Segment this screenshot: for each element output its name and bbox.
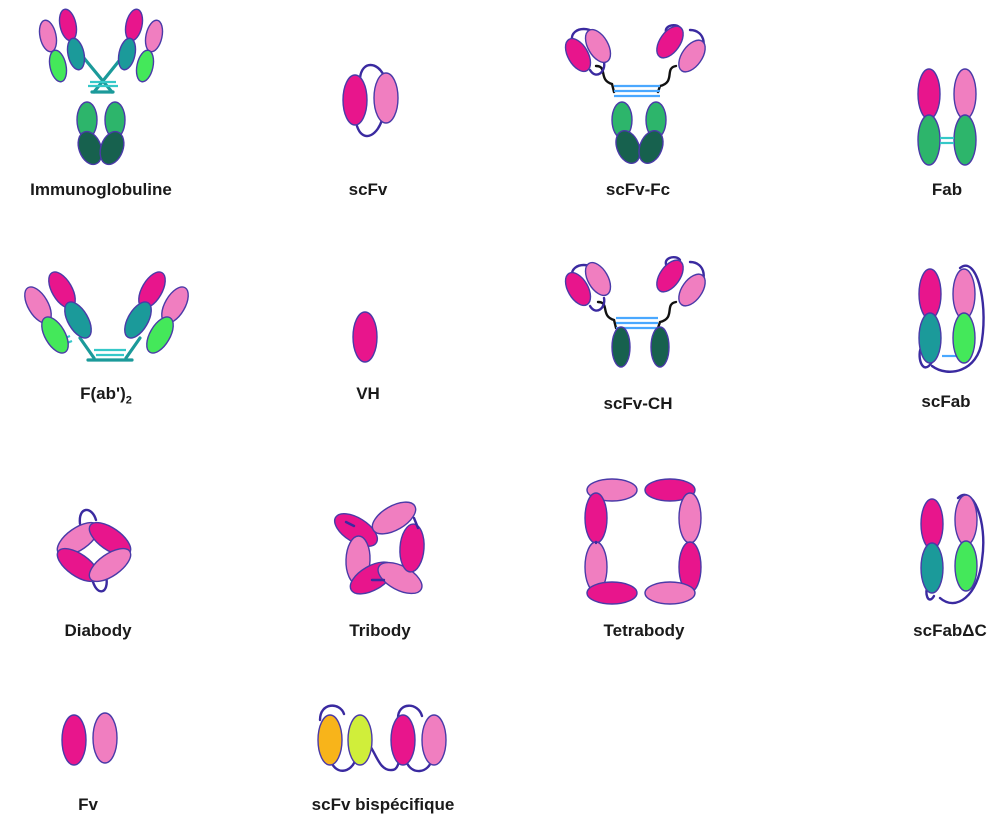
scfv-ch-diagram <box>560 256 710 367</box>
label-vh: VH <box>356 384 380 404</box>
label-immunoglobuline: Immunoglobuline <box>30 180 172 200</box>
immunoglobuline-diagram <box>37 8 165 168</box>
label-scfabdc: scFabΔC <box>913 621 987 641</box>
scfabdc-diagram <box>921 495 983 603</box>
scfab-diagram <box>919 266 984 372</box>
label-fab2: F(ab')2 <box>80 384 132 410</box>
label-fab2-subscript: 2 <box>126 394 132 406</box>
diabody-diagram <box>52 510 136 591</box>
fv-diagram <box>62 713 117 765</box>
label-scfv-fc: scFv-Fc <box>606 180 670 200</box>
scfv-fc-diagram <box>560 22 710 167</box>
tribody-diagram <box>329 496 427 601</box>
vh-diagram <box>353 312 377 362</box>
scfv-diagram <box>343 65 398 136</box>
fab2-diagram <box>19 268 193 360</box>
tetrabody-diagram <box>585 479 701 604</box>
fab-diagram <box>918 69 976 165</box>
label-scfv-bispecifique: scFv bispécifique <box>312 795 455 815</box>
scfv-bispecifique-diagram <box>318 706 446 771</box>
label-scfv: scFv <box>349 180 388 200</box>
label-scfab: scFab <box>921 392 970 412</box>
label-fab: Fab <box>932 180 962 200</box>
label-fv: Fv <box>78 795 98 815</box>
label-tribody: Tribody <box>349 621 410 641</box>
label-fab2-main: F(ab') <box>80 384 126 403</box>
label-tetrabody: Tetrabody <box>604 621 685 641</box>
label-diabody: Diabody <box>64 621 131 641</box>
label-scfv-ch: scFv-CH <box>604 394 673 414</box>
